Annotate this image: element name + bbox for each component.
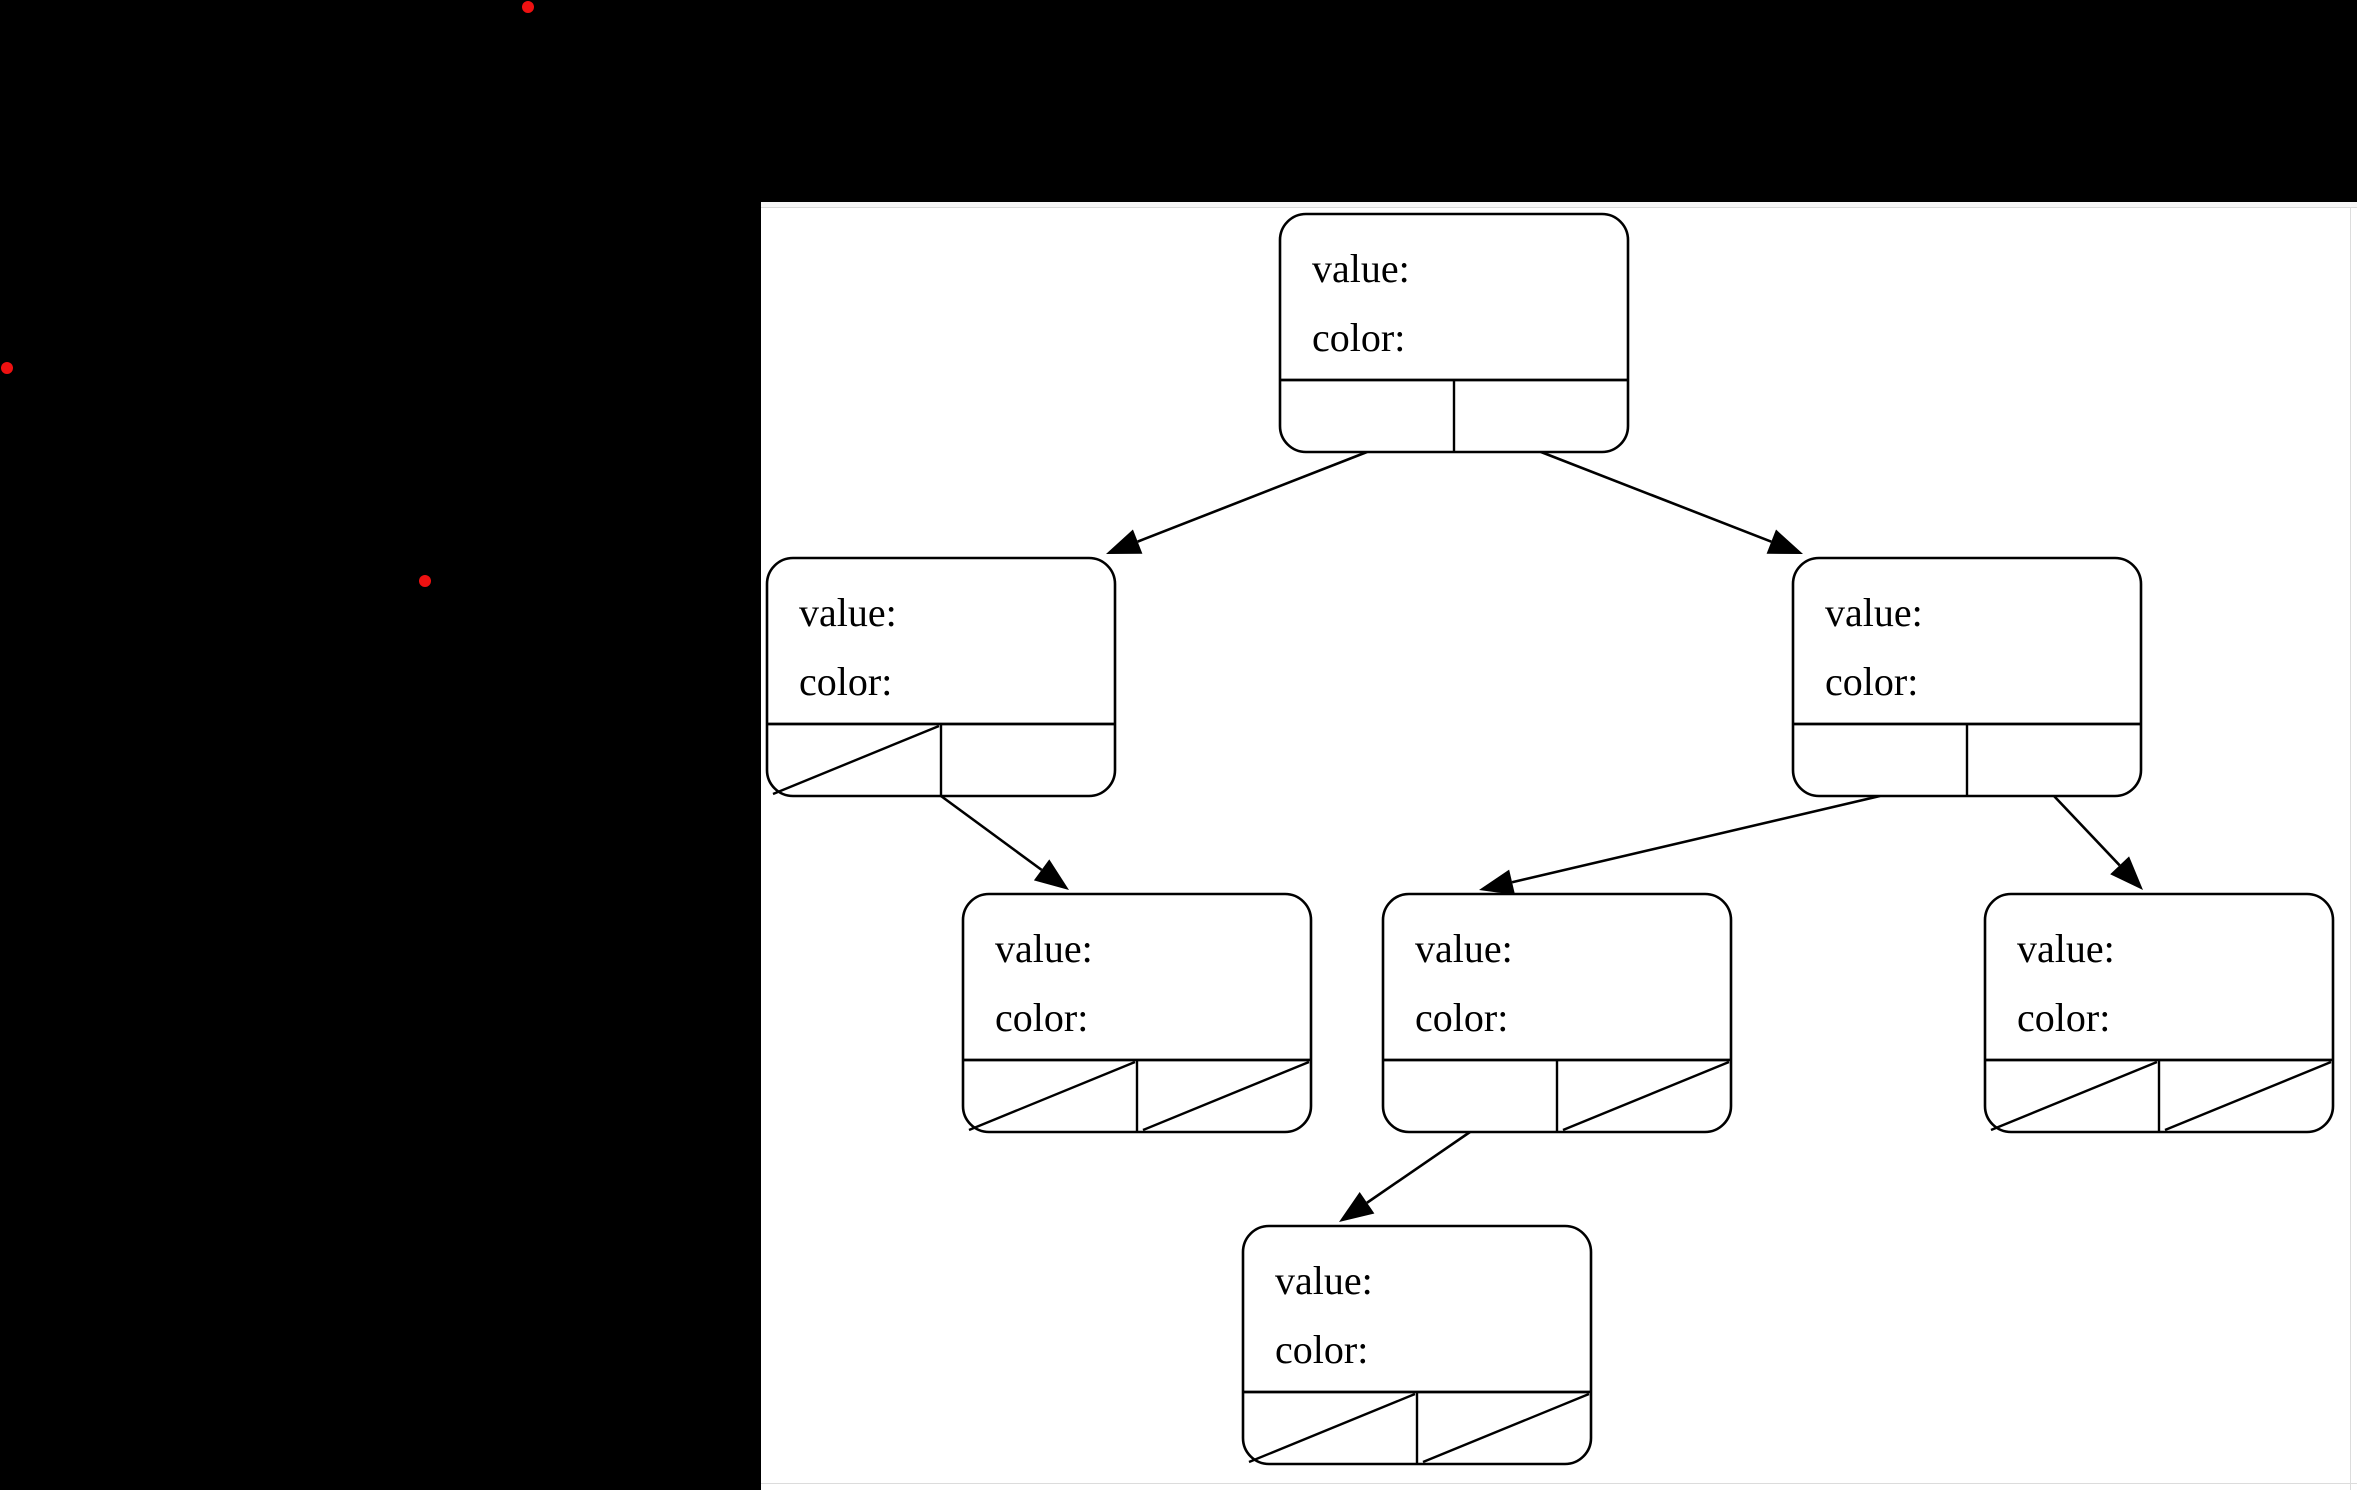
nodes-layer: value:color:value:color:value:color:valu…: [765, 212, 2335, 1466]
edge-right-to-rightleft: [1479, 794, 1881, 895]
edge-right-to-rightright: [2053, 795, 2143, 890]
tree-diagram-svg: value:color:value:color:value:color:valu…: [765, 212, 2335, 1466]
node-color-label: color:: [995, 995, 1088, 1040]
node-right-left[interactable]: value: color:: [1381, 892, 1733, 1134]
node-value-label: value:: [1275, 1258, 1373, 1303]
node-value-label: value:: [1825, 590, 1923, 635]
canvas-top-strip: [761, 202, 2357, 208]
node-left-right[interactable]: value: color:: [961, 892, 1313, 1134]
edge-left-to-leftright: [940, 794, 1069, 890]
edge-root-to-left: [1106, 450, 1368, 554]
node-color-label: color:: [1312, 315, 1405, 360]
node-value-label: value:: [799, 590, 897, 635]
edge-rightleft-to-deep: [1339, 1130, 1471, 1222]
node-right-right[interactable]: value: color:: [1983, 892, 2335, 1134]
canvas-right-rule: [2350, 208, 2351, 1490]
marker-top: [522, 1, 534, 13]
node-value-label: value:: [1312, 246, 1410, 291]
node-value-label: value:: [2017, 926, 2115, 971]
canvas-bottom-rule: [761, 1483, 2357, 1484]
node-value-label: value:: [995, 926, 1093, 971]
node-right[interactable]: value: color:: [1791, 556, 2143, 798]
marker-left: [1, 362, 13, 374]
node-color-label: color:: [1825, 659, 1918, 704]
null-slash-left: [772, 724, 940, 796]
left-black-panel: [0, 0, 761, 1490]
null-slash-right: [2164, 1060, 2332, 1132]
node-root[interactable]: value: color:: [1278, 212, 1630, 454]
null-slash-right: [1562, 1060, 1730, 1132]
null-slash-right: [1142, 1060, 1310, 1132]
null-slash-left: [1990, 1060, 2158, 1132]
node-color-label: color:: [1275, 1327, 1368, 1372]
null-slash-left: [1248, 1392, 1416, 1464]
edges-layer: [940, 450, 2143, 1222]
node-color-label: color:: [1415, 995, 1508, 1040]
edge-root-to-right: [1540, 450, 1803, 554]
null-slash-left: [968, 1060, 1136, 1132]
node-color-label: color:: [2017, 995, 2110, 1040]
marker-middle: [419, 575, 431, 587]
null-slash-right: [1422, 1392, 1590, 1464]
node-value-label: value:: [1415, 926, 1513, 971]
node-color-label: color:: [799, 659, 892, 704]
node-deep-left[interactable]: value: color:: [1241, 1224, 1593, 1466]
node-left[interactable]: value: color:: [765, 556, 1117, 798]
diagram-canvas: value:color:value:color:value:color:valu…: [761, 202, 2357, 1490]
